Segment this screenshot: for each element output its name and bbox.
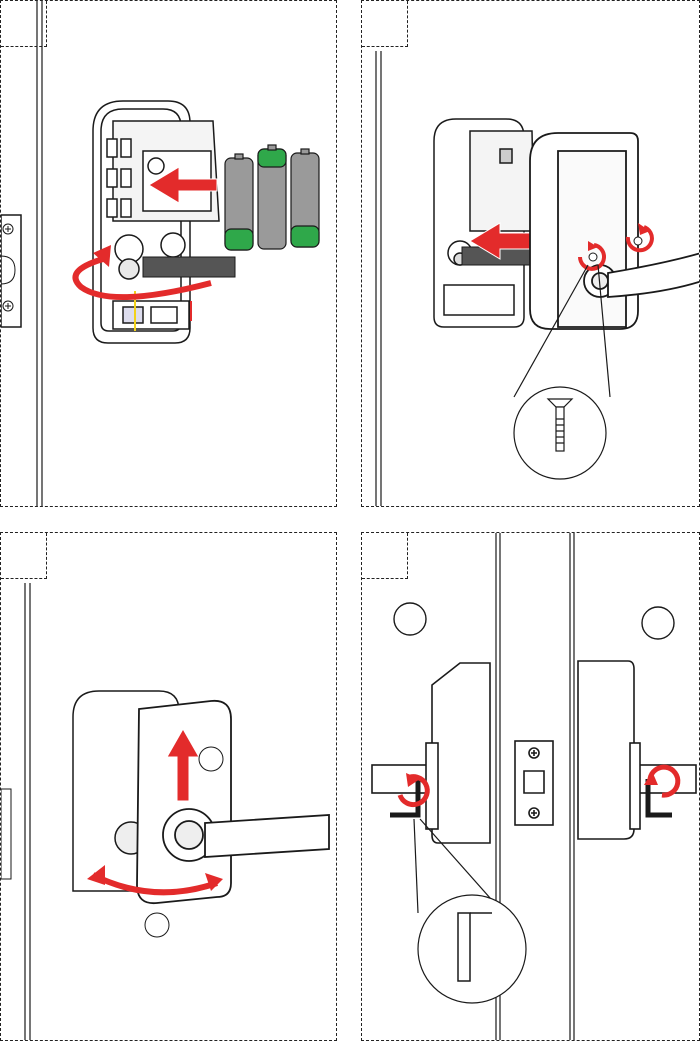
step-2-panel [361, 0, 700, 507]
step-3-illustration [1, 533, 337, 1041]
right-lock-side [578, 661, 696, 839]
callout-circle-left [394, 603, 426, 635]
callout-circle-top [199, 747, 223, 771]
step-3-panel [0, 532, 337, 1041]
lock-inner-housing [93, 101, 219, 343]
step-1-illustration [1, 1, 337, 507]
batteries [225, 145, 319, 250]
step-4-illustration [362, 533, 700, 1041]
step-1-panel [0, 0, 337, 507]
step-2-illustration [362, 1, 700, 507]
spindle-bar [143, 257, 235, 277]
strike-plate [1, 215, 21, 327]
latch-plate [515, 741, 553, 825]
outer-handle-housing [530, 133, 700, 329]
step-4-panel [361, 532, 700, 1041]
hex-key-callout [414, 819, 526, 1003]
cover-plate [137, 701, 329, 903]
left-lock-side [372, 663, 490, 843]
callout-circle-bottom [145, 913, 169, 937]
callout-circle-right [642, 607, 674, 639]
